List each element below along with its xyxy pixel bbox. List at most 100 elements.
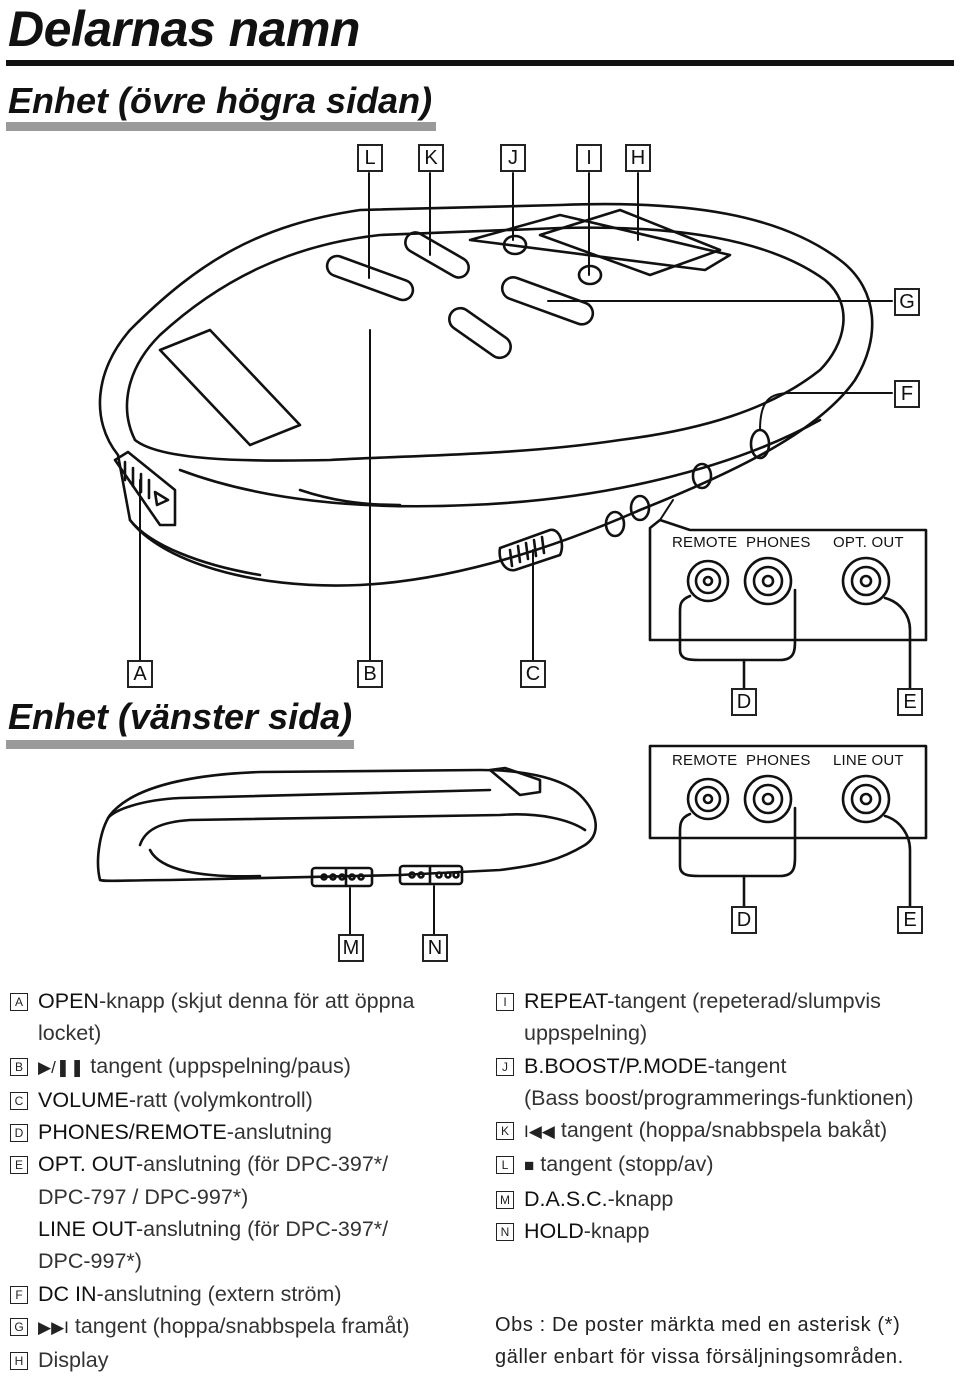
legend-description: -ratt (volymkontroll)	[128, 1087, 313, 1112]
jack1-remote-label: REMOTE	[672, 534, 738, 551]
legend-description: DPC-997*)	[38, 1249, 142, 1274]
callout-B: B	[357, 660, 383, 688]
legend-key-box: E	[10, 1156, 28, 1175]
callout-J: J	[500, 144, 526, 172]
legend-description: -anslutning (för DPC-397*/	[135, 1217, 389, 1242]
legend-item: locket)	[10, 1017, 414, 1049]
legend-key-box: A	[10, 993, 28, 1011]
legend-keyword: VOLUME	[38, 1087, 129, 1112]
legend-description: locket)	[38, 1021, 102, 1046]
legend-description: tangent (stopp/av)	[540, 1152, 714, 1177]
legend-description: -tangent (repeterad/slumpvis	[607, 989, 881, 1013]
legend-glyph-icon: ▶▶I	[38, 1317, 69, 1337]
legend-keyword: D.A.S.C.	[524, 1186, 608, 1211]
callout-L: L	[357, 144, 383, 172]
legend-keyword: OPEN	[38, 989, 99, 1013]
legend-left: A OPEN-knapp (skjut denna för att öppna lo…	[10, 985, 414, 1377]
device-left-view	[96, 766, 597, 936]
legend-description: -anslutning (extern ström)	[96, 1281, 342, 1306]
callout-K: K	[418, 144, 444, 172]
legend-key-box: L	[496, 1156, 514, 1175]
legend-description: -knapp	[583, 1219, 650, 1244]
jack2-phones-label: PHONES	[746, 752, 811, 769]
callout-I: I	[576, 144, 602, 172]
legend-key-box: B	[10, 1057, 28, 1076]
legend-description: Display	[38, 1348, 109, 1373]
legend-key-box: K	[496, 1122, 514, 1141]
title-rule	[6, 60, 954, 66]
legend-item: DPC-997*)	[10, 1245, 414, 1277]
jack-panel-1	[648, 518, 928, 692]
callout-E-1: E	[897, 688, 923, 716]
section-rule-top	[6, 122, 436, 131]
jack1-phones-label: PHONES	[746, 534, 811, 551]
jack-panel-2	[648, 744, 928, 908]
legend-description: tangent (hoppa/snabbspela bakåt)	[560, 1118, 888, 1143]
legend-item: (Bass boost/programmerings-funktionen)	[496, 1082, 914, 1114]
legend-glyph-icon: ■	[524, 1156, 535, 1176]
section-title-left: Enhet (vänster sida)	[8, 696, 353, 737]
legend-key-box: M	[496, 1190, 514, 1209]
legend-description: -knapp (skjut denna för att öppna	[98, 989, 415, 1013]
legend-glyph-icon: ▶/❚❚	[38, 1057, 85, 1077]
jack2-out-label: LINE OUT	[833, 752, 904, 769]
legend-description: DPC-797 / DPC-997*)	[38, 1184, 249, 1209]
legend-key-box: H	[10, 1352, 28, 1371]
legend-description: tangent (uppspelning/paus)	[90, 1053, 351, 1078]
legend-item: I REPEAT-tangent (repeterad/slumpvis	[496, 985, 914, 1017]
legend-item: DPC-797 / DPC-997*)	[10, 1181, 414, 1213]
legend-item: M D.A.S.C.-knapp	[496, 1183, 914, 1215]
legend-description: uppspelning)	[524, 1021, 648, 1046]
legend-key-box: N	[496, 1223, 514, 1242]
footnote-line-1: Obs : De poster märkta med en asterisk (…	[495, 1314, 901, 1336]
callout-A: A	[127, 660, 153, 688]
legend-item: A OPEN-knapp (skjut denna för att öppna	[10, 985, 414, 1017]
legend-key-box: G	[10, 1317, 28, 1336]
legend-item: uppspelning)	[496, 1017, 914, 1049]
callout-N: N	[422, 934, 448, 962]
callout-D-1: D	[731, 688, 757, 716]
legend-key-box: F	[10, 1285, 28, 1304]
legend-item: H Display	[10, 1344, 414, 1376]
legend-item: F DC IN-anslutning (extern ström)	[10, 1278, 414, 1310]
callout-D-2: D	[731, 906, 757, 934]
legend-item: N HOLD-knapp	[496, 1215, 914, 1247]
section-title-top: Enhet (övre högra sidan)	[8, 80, 433, 121]
callout-C: C	[520, 660, 546, 688]
callout-H: H	[625, 144, 651, 172]
legend-key-box: J	[496, 1057, 514, 1076]
legend-keyword: LINE OUT	[38, 1217, 136, 1242]
legend-keyword: HOLD	[524, 1219, 584, 1244]
legend-keyword: DC IN	[38, 1281, 97, 1306]
legend-keyword: PHONES/REMOTE	[38, 1120, 227, 1145]
legend-key-box: I	[496, 993, 514, 1011]
legend-right: I REPEAT-tangent (repeterad/slumpvis uppsp…	[496, 985, 914, 1247]
jack1-out-label: OPT. OUT	[833, 534, 904, 551]
legend-item: LINE OUT-anslutning (för DPC-397*/	[10, 1213, 414, 1245]
callout-M: M	[338, 934, 364, 962]
jack2-remote-label: REMOTE	[672, 752, 738, 769]
legend-description: -knapp	[607, 1186, 674, 1211]
legend-keyword: REPEAT	[524, 989, 608, 1013]
callout-G: G	[894, 288, 920, 316]
legend-item: C VOLUME-ratt (volymkontroll)	[10, 1084, 414, 1116]
legend-key-box: C	[10, 1091, 28, 1110]
section-rule-left	[6, 740, 354, 749]
legend-item: B ▶/❚❚tangent (uppspelning/paus)	[10, 1050, 414, 1084]
footnote-line-2: gäller enbart för vissa försäljningsområ…	[495, 1346, 904, 1368]
legend-description: -anslutning (för DPC-397*/	[135, 1152, 389, 1177]
legend-keyword: B.BOOST/P.MODE	[524, 1053, 708, 1078]
legend-description: (Bass boost/programmerings-funktionen)	[524, 1085, 914, 1110]
page-title: Delarnas namn	[8, 1, 360, 57]
footnote: Obs : De poster märkta med en asterisk (…	[495, 1309, 904, 1373]
callout-F: F	[894, 380, 920, 408]
legend-key-box: D	[10, 1124, 28, 1143]
device-top-view	[98, 202, 874, 587]
legend-glyph-icon: I◀◀	[524, 1122, 555, 1142]
legend-item: K I◀◀tangent (hoppa/snabbspela bakåt)	[496, 1114, 914, 1148]
